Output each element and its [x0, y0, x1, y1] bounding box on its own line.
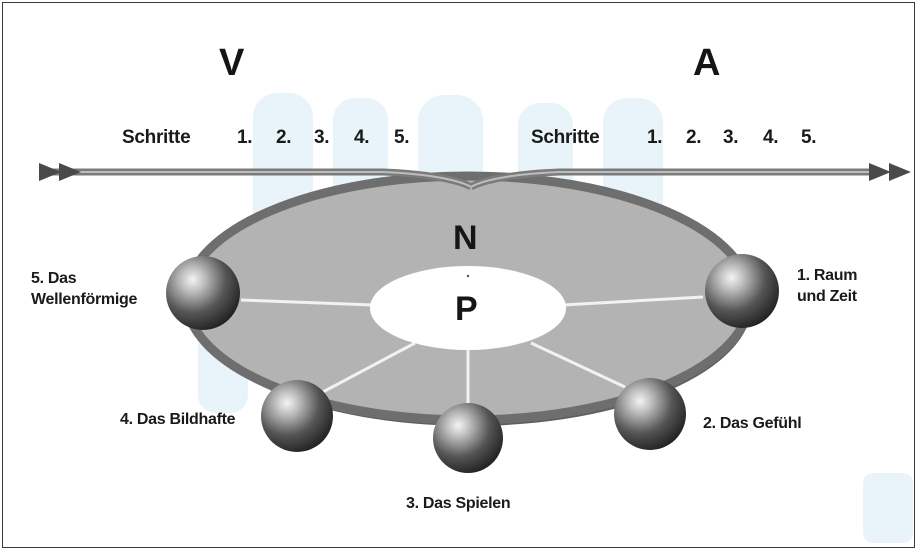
- letter-n: N: [453, 219, 478, 257]
- step-right-3: 3.: [723, 127, 739, 148]
- steps-right-label: Schritte: [531, 127, 600, 148]
- node-4-sphere: [261, 380, 333, 452]
- center-dot: [466, 274, 470, 278]
- right-double-arrow-icon: [869, 163, 911, 181]
- step-right-4: 4.: [763, 127, 779, 148]
- node-spheres: [166, 254, 779, 473]
- step-left-3: 3.: [314, 127, 330, 148]
- arrow-band: [48, 168, 881, 191]
- node-5-label-line1: 5. Das: [31, 270, 77, 287]
- node-2-label: 2. Das Gefühl: [703, 415, 802, 432]
- spokes: [240, 295, 704, 403]
- node-3-sphere: [433, 403, 503, 473]
- process-diagram: [39, 93, 913, 543]
- letter-v: V: [219, 42, 245, 84]
- step-left-5: 5.: [394, 127, 410, 148]
- step-right-1: 1.: [647, 127, 663, 148]
- node-1-label-line2: und Zeit: [797, 288, 857, 305]
- node-5-label-line2: Wellenförmige: [31, 291, 138, 308]
- center-hub: [370, 266, 566, 350]
- steps-left-label: Schritte: [122, 127, 191, 148]
- node-3-label: 3. Das Spielen: [406, 495, 511, 512]
- letter-p: P: [455, 290, 478, 328]
- step-right-2: 2.: [686, 127, 702, 148]
- node-4-label: 4. Das Bildhafte: [120, 411, 236, 428]
- node-1-label-line1: 1. Raum: [797, 267, 858, 284]
- node-1-label: 1. Raum und Zeit: [797, 265, 857, 307]
- step-left-4: 4.: [354, 127, 370, 148]
- node-1-sphere: [705, 254, 779, 328]
- node-5-label: 5. Das Wellenförmige: [31, 268, 137, 310]
- letter-a: A: [693, 42, 721, 84]
- step-right-5: 5.: [801, 127, 817, 148]
- node-5-sphere: [166, 256, 240, 330]
- step-left-2: 2.: [276, 127, 292, 148]
- node-2-sphere: [614, 378, 686, 450]
- step-left-1: 1.: [237, 127, 253, 148]
- left-double-arrow-icon: [39, 163, 81, 181]
